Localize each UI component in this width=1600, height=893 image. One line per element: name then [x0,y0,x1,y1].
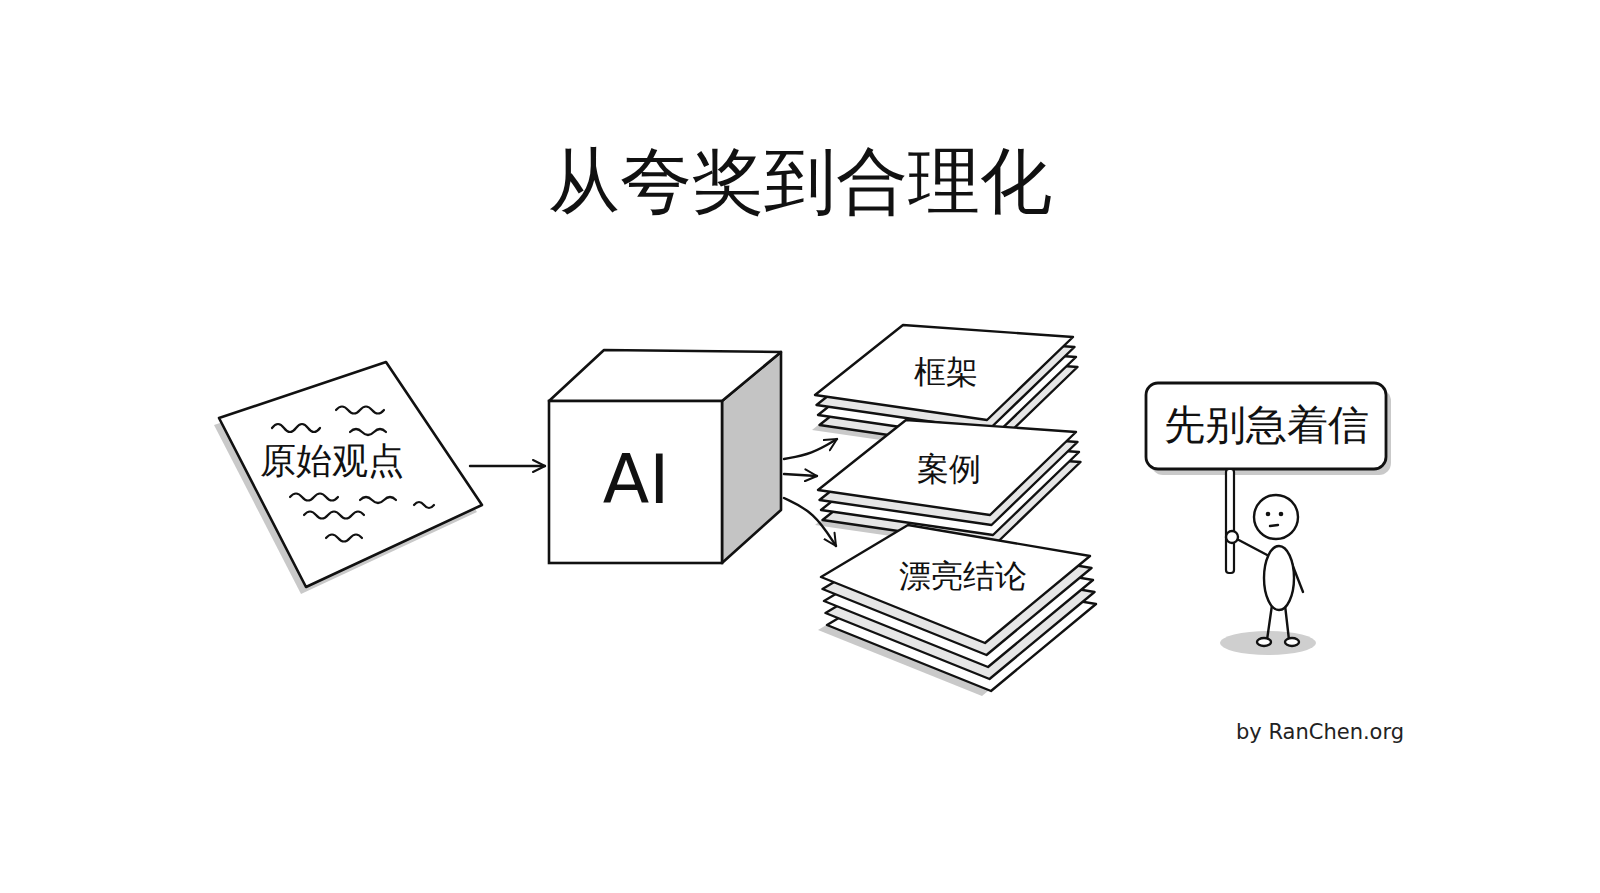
ground-shadow [1220,631,1316,655]
figure-eye [1279,512,1284,517]
squiggle [304,512,364,519]
flow-arrow [784,498,836,546]
figure-arm [1235,538,1269,556]
figure-eye [1266,512,1271,517]
figure-arm [1289,556,1303,592]
squiggle [336,407,384,414]
sign-board: 先别急着信 [1146,383,1386,469]
node-text: 原始观点 [260,441,404,481]
node-text: AI [603,443,670,518]
stack-top-sheet [821,525,1090,643]
cube-top [549,350,781,401]
ai-cube: AI [549,350,781,563]
figure-mouth [1270,525,1278,526]
stack-top-sheet [815,325,1073,420]
squiggle [414,502,434,508]
node-outline [818,520,1098,695]
squiggle [326,535,362,542]
credit-label: by RanChen.org [1236,720,1404,744]
node-text: 案例 [917,452,981,487]
node-text: 漂亮结论 [899,559,1027,594]
squiggle [360,497,396,503]
cube-front [549,401,722,563]
figure-leg [1267,605,1272,640]
figure-foot [1285,638,1299,646]
stack-top-sheet [818,420,1076,515]
diagram-title: 从夸奖到合理化 [0,138,1600,224]
paper-stack: 漂亮结论 [818,520,1098,695]
flow-arrow [470,465,545,467]
figure-body [1264,546,1294,610]
paper-squiggles [272,407,434,542]
flow-arrow [784,474,817,476]
node-text: 先别急着信 [1164,403,1369,448]
figure-foot [1257,638,1271,646]
paper-stack: 案例 [818,420,1093,550]
squiggle [290,494,338,501]
figure-head [1254,495,1298,539]
flow-arrow [784,439,837,459]
stick-figure [1226,495,1303,646]
squiggle [272,424,320,432]
sign-outline [1146,383,1386,469]
node-text: 框架 [914,355,978,390]
figure-leg [1285,605,1289,640]
squiggle [350,429,386,435]
paper-outline [219,362,482,587]
figure-hand [1226,531,1238,543]
sign-pole [1226,469,1234,573]
paper-note: 原始观点 [215,355,490,590]
